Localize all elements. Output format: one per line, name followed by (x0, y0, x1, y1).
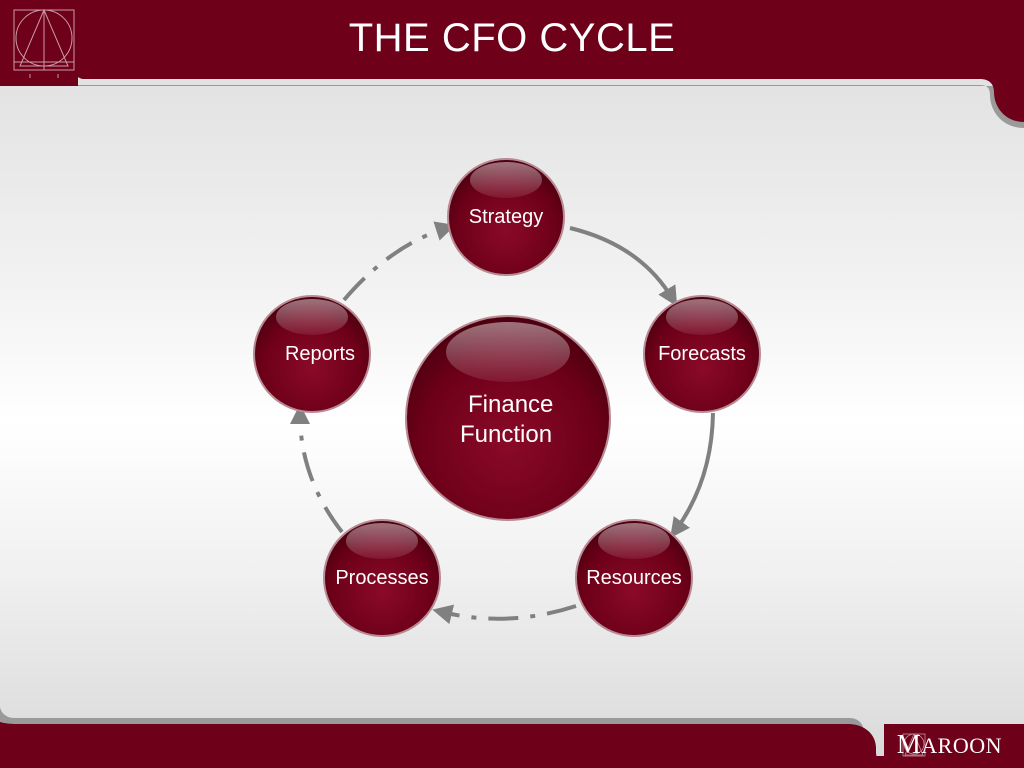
node-ball-resources (575, 519, 693, 637)
node-label-forecasts: Forecasts (658, 343, 746, 365)
node-ball-reports (253, 295, 371, 413)
header-band (0, 0, 1024, 128)
center-label: Finance Function (460, 390, 570, 450)
arrow-resources-to-processes (432, 604, 577, 625)
footer-band (0, 706, 1024, 768)
node-ball-processes (323, 519, 441, 637)
node-ball-forecasts (643, 295, 761, 413)
footer-emblem-icon (902, 732, 926, 757)
brand-rest: AROON (921, 733, 1002, 758)
slide-title: THE CFO CYCLE (348, 16, 676, 60)
center-ball (405, 315, 611, 521)
node-label-processes: Processes (335, 567, 429, 589)
node-label-reports: Reports (284, 343, 356, 365)
arrow-forecasts-to-resources (670, 412, 715, 539)
arrow-strategy-to-forecasts (569, 226, 678, 307)
node-label-resources: Resources (586, 567, 682, 589)
brand-initial: M (896, 729, 922, 759)
brand-name: MAROON (897, 729, 1002, 760)
node-ball-strategy (447, 158, 565, 276)
center-label-line2: Function (460, 421, 553, 448)
arrow-reports-to-strategy (342, 221, 456, 302)
logo-emblem-icon (13, 8, 75, 78)
arrow-processes-to-reports (290, 404, 344, 534)
center-label-line1: Finance (468, 391, 554, 418)
node-label-strategy: Strategy (468, 206, 544, 228)
